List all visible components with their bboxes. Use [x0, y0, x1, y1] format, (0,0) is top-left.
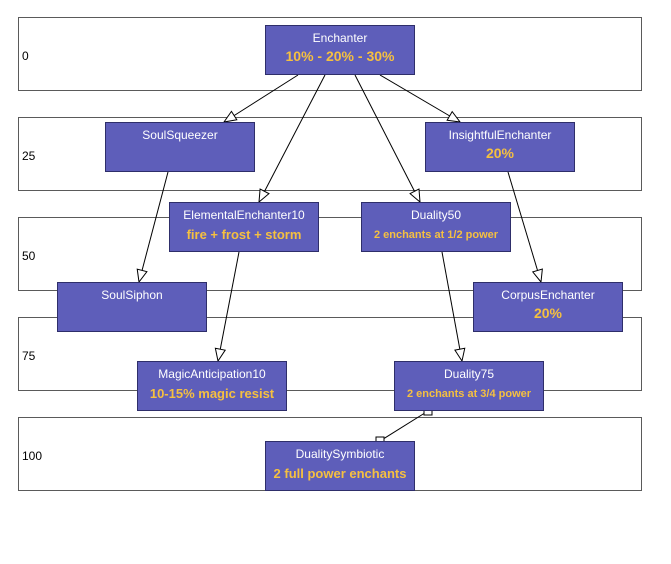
- node-note: fire + frost + storm: [186, 227, 302, 242]
- node-note: 2 enchants at 3/4 power: [406, 388, 532, 400]
- node-note: 2 full power enchants: [273, 466, 407, 481]
- node-title: Duality50: [410, 208, 462, 222]
- node-title: CorpusEnchanter: [501, 288, 595, 302]
- node-note: 20%: [485, 145, 515, 161]
- level-label: 0: [22, 49, 29, 63]
- node-magicanticipation10[interactable]: MagicAnticipation10 10-15% magic resist: [137, 361, 287, 411]
- node-duality50[interactable]: Duality50 2 enchants at 1/2 power: [361, 202, 511, 252]
- node-soulsiphon[interactable]: SoulSiphon: [57, 282, 207, 332]
- node-title: DualitySymbiotic: [295, 447, 385, 461]
- node-note: 10-15% magic resist: [149, 386, 275, 401]
- node-dualitysymbiotic[interactable]: DualitySymbiotic 2 full power enchants: [265, 441, 415, 491]
- node-note: 2 enchants at 1/2 power: [373, 229, 499, 241]
- node-note: 20%: [533, 305, 563, 321]
- node-title: Enchanter: [312, 31, 368, 45]
- node-title: ElementalEnchanter10: [183, 208, 305, 222]
- level-label: 50: [22, 249, 36, 263]
- level-band-50: 50: [18, 217, 642, 291]
- node-enchanter[interactable]: Enchanter 10% - 20% - 30%: [265, 25, 415, 75]
- level-label: 25: [22, 149, 36, 163]
- node-soulsqueezer[interactable]: SoulSqueezer: [105, 122, 255, 172]
- node-title: InsightfulEnchanter: [448, 128, 552, 142]
- level-label: 100: [22, 449, 43, 463]
- node-corpusenchanter[interactable]: CorpusEnchanter 20%: [473, 282, 623, 332]
- node-duality75[interactable]: Duality75 2 enchants at 3/4 power: [394, 361, 544, 411]
- level-label: 75: [22, 349, 36, 363]
- node-elementalenchanter10[interactable]: ElementalEnchanter10 fire + frost + stor…: [169, 202, 319, 252]
- node-title: MagicAnticipation10: [158, 367, 266, 381]
- node-note: 10% - 20% - 30%: [285, 48, 395, 64]
- node-title: Duality75: [443, 367, 495, 381]
- node-insightfulenchanter[interactable]: InsightfulEnchanter 20%: [425, 122, 575, 172]
- node-title: SoulSiphon: [101, 288, 163, 302]
- node-title: SoulSqueezer: [142, 128, 218, 142]
